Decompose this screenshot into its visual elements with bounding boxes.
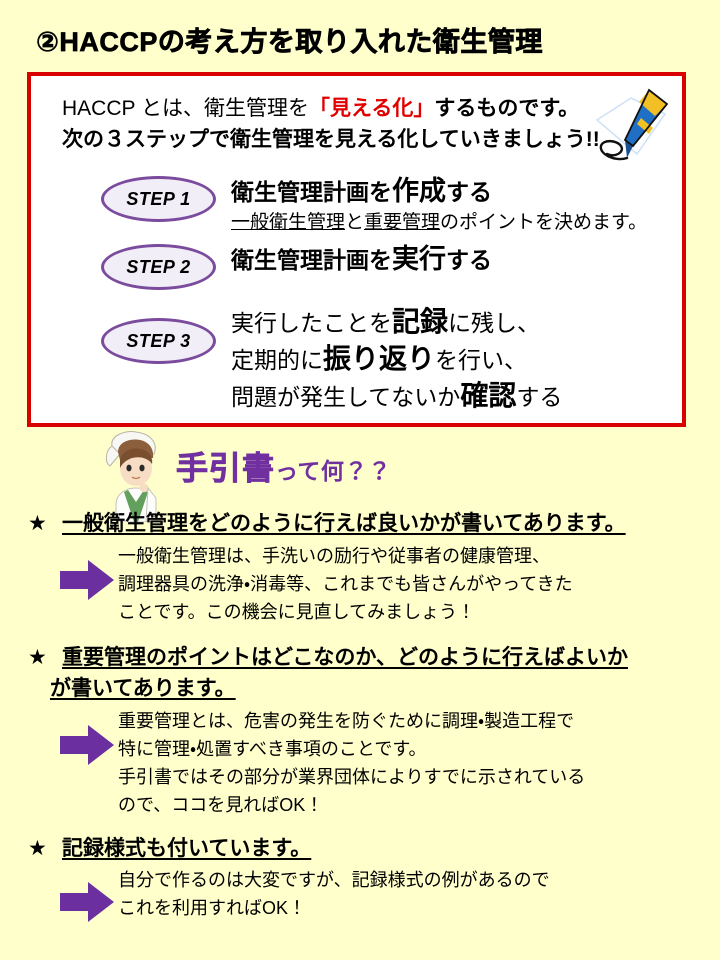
step1-head-emphasis: 作成: [392, 176, 446, 206]
section-1-body-line-1: 一般衛生管理は、手洗いの励行や従事者の健康管理、: [118, 546, 550, 566]
section-2-body: 重要管理とは、危害の発生を防ぐために調理・製造工程で 特に管理・処置すべき事項の…: [118, 707, 585, 819]
section-2-body-line-4: ので、ココを見ればOK！: [118, 795, 324, 815]
section-3-heading-text: 記録様式も付いています。: [62, 837, 312, 860]
section-3-body-line-1: 自分で作るのは大変ですが、記録様式の例があるので: [118, 870, 550, 890]
intro-line1-pre: HACCP とは、衛生管理を: [62, 97, 309, 120]
section-2-body-line-2: 特に管理・処置すべき事項のことです。: [118, 739, 427, 759]
guide-heading-big: 手引書: [176, 450, 276, 487]
section-2-body-line-1: 重要管理とは、危害の発生を防ぐために調理・製造工程で: [118, 711, 575, 731]
step3-l3-emphasis: 確認: [460, 380, 517, 411]
step3-line-3: 問題が発生してないか確認する: [231, 378, 562, 415]
step3-l2-post: を行い、: [435, 347, 528, 373]
intro-line1-post: するものです。: [434, 97, 580, 120]
section-3-body-line-2: これを利用すればOK！: [118, 898, 307, 918]
section-1-body-line-2: 調理器具の洗浄・消毒等、これまでも皆さんがやってきた: [118, 574, 573, 594]
intro-line-1: HACCP とは、衛生管理を「見える化」するものです。: [62, 93, 600, 124]
star-bullet-icon: ★: [28, 512, 47, 535]
section-2-heading-text-line-2: が書いてあります。: [50, 677, 236, 700]
step-body-2: 衛生管理計画を実行する: [231, 244, 492, 275]
intro-line-2: 次の３ステップで衛生管理を見える化していきましょう!!: [62, 128, 600, 151]
arrow-right-icon: [60, 560, 114, 600]
section-3-body: 自分で作るのは大変ですが、記録様式の例があるので これを利用すればOK！: [118, 866, 550, 922]
step2-head-pre: 衛生管理計画を: [231, 247, 392, 273]
step3-l1-pre: 実行したことを: [231, 310, 392, 336]
step3-l2-pre: 定期的に: [231, 347, 323, 373]
step1-head-post: する: [446, 179, 492, 205]
step-badge-3: STEP 3: [101, 318, 216, 364]
step-body-1: 衛生管理計画を作成する 一般衛生管理と重要管理のポイントを決めます。: [231, 176, 647, 236]
step-sub-1: 一般衛生管理と重要管理のポイントを決めます。: [231, 209, 647, 236]
section-1-heading: ★ 一般衛生管理をどのように行えば良いかが書いてあります。: [28, 508, 626, 539]
step-heading-2: 衛生管理計画を実行する: [231, 244, 492, 275]
intro-highlight: 「見える化」: [308, 97, 435, 120]
step1-head-pre: 衛生管理計画を: [231, 179, 392, 205]
step-heading-1: 衛生管理計画を作成する: [231, 176, 647, 207]
star-bullet-icon: ★: [28, 837, 47, 860]
step3-line-2: 定期的に振り返りを行い、: [231, 341, 562, 378]
step3-l2-emphasis: 振り返り: [323, 343, 436, 374]
step-body-3: 実行したことを記録に残し、 定期的に振り返りを行い、 問題が発生してないか確認す…: [231, 304, 562, 415]
guide-heading: 手引書って何？？: [176, 443, 391, 489]
arrow-right-icon: [60, 725, 114, 765]
section-2-heading-text-line-1: 重要管理のポイントはどこなのか、どのように行えばよいか: [62, 646, 628, 669]
step-badge-2: STEP 2: [101, 244, 216, 290]
step1-sub-mid: と: [345, 212, 365, 233]
female-cook-illustration: [105, 431, 157, 522]
fountain-pen-icon: [595, 88, 669, 161]
step3-l3-post: する: [516, 384, 563, 410]
section-3-heading: ★ 記録様式も付いています。: [28, 833, 311, 864]
section-1-heading-text: 一般衛生管理をどのように行えば良いかが書いてあります。: [62, 512, 626, 535]
step2-head-post: する: [446, 247, 492, 273]
step3-line-1: 実行したことを記録に残し、: [231, 304, 562, 341]
step3-l1-post: に残し、: [448, 310, 541, 336]
step1-sub-term-1: 一般衛生管理: [231, 212, 346, 233]
intro-text: HACCP とは、衛生管理を「見える化」するものです。 次の３ステップで衛生管理…: [62, 93, 600, 155]
page-title: ②HACCPの考え方を取り入れた衛生管理: [36, 27, 543, 58]
step3-l1-emphasis: 記録: [392, 306, 449, 337]
step1-sub-term-2: 重要管理: [364, 212, 441, 233]
section-2-body-line-3: 手引書ではその部分が業界団体によりすでに示されている: [118, 767, 586, 787]
step3-l3-pre: 問題が発生してないか: [231, 384, 461, 410]
haccp-red-box: HACCP とは、衛生管理を「見える化」するものです。 次の３ステップで衛生管理…: [27, 72, 686, 427]
guide-heading-small: って何？？: [275, 458, 392, 484]
step-badge-1: STEP 1: [101, 176, 216, 222]
step1-sub-post: のポイントを決めます。: [440, 212, 648, 233]
section-2-heading: ★ 重要管理のポイントはどこなのか、どのように行えばよいか が書いてあります。: [28, 642, 628, 704]
step2-head-emphasis: 実行: [392, 244, 446, 274]
section-1-body-line-3: ことです。この機会に見直してみましょう！: [118, 602, 476, 622]
arrow-right-icon: [60, 882, 114, 922]
star-bullet-icon: ★: [28, 646, 47, 669]
section-1-body: 一般衛生管理は、手洗いの励行や従事者の健康管理、 調理器具の洗浄・消毒等、これま…: [118, 542, 573, 626]
